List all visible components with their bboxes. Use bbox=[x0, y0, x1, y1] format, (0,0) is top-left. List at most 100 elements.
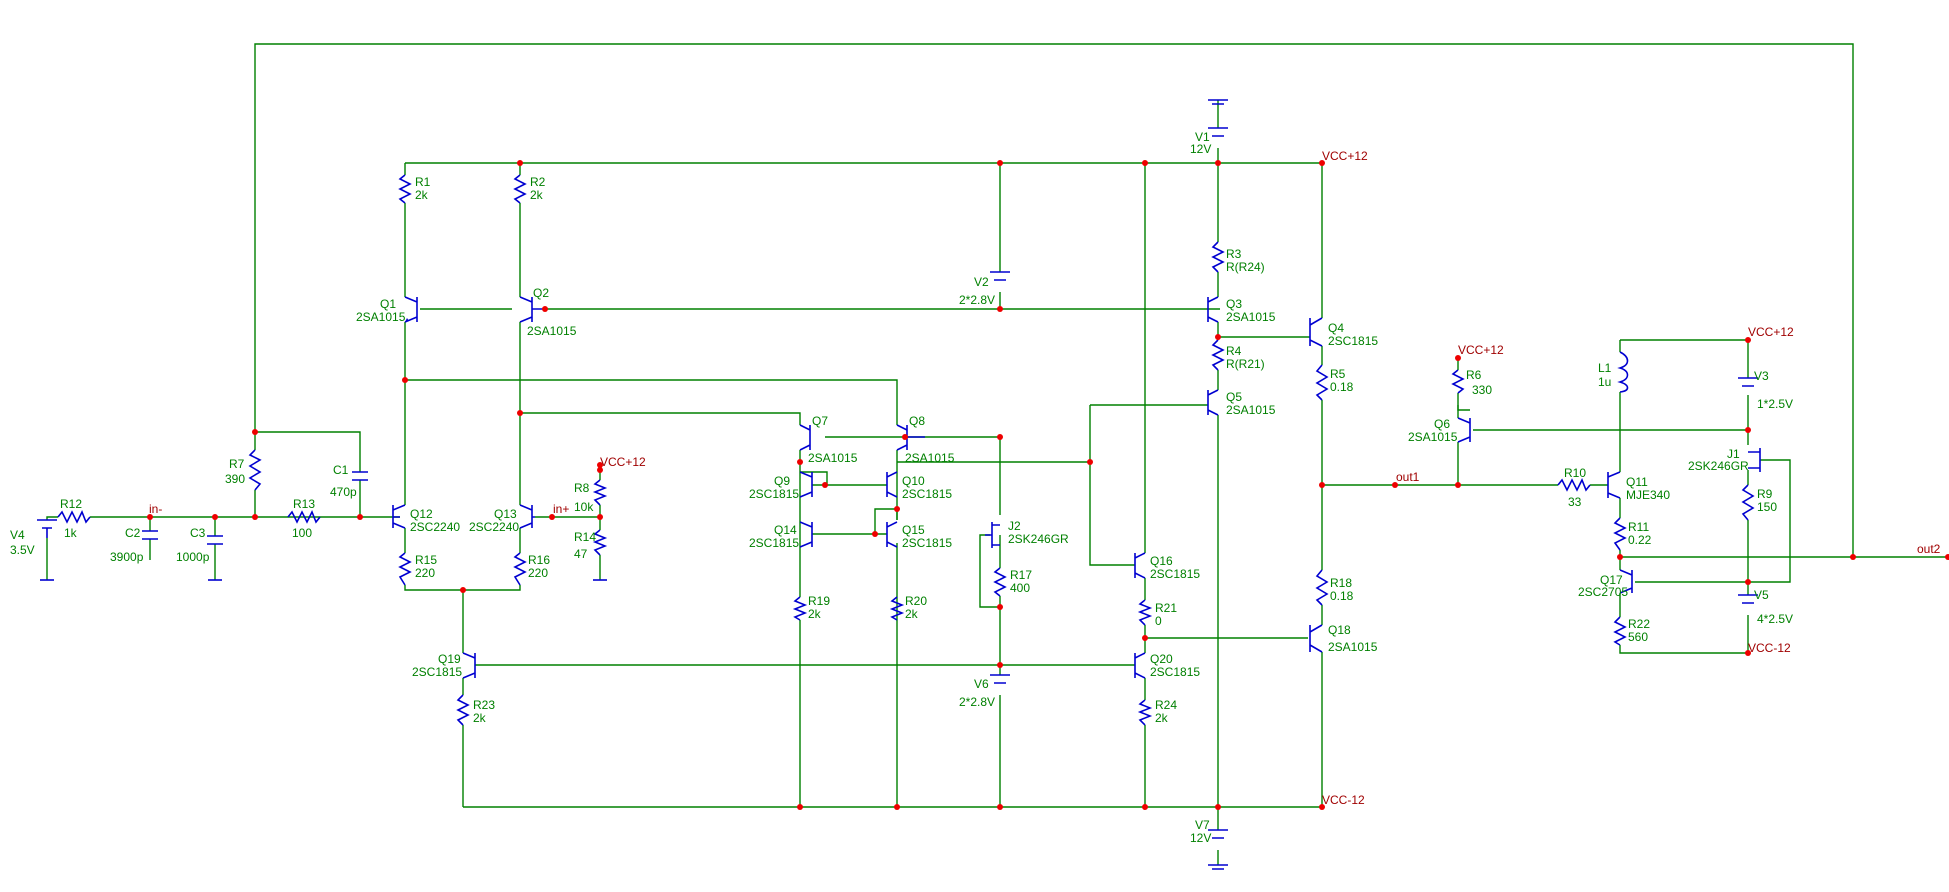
label-r24-ref: R24 bbox=[1155, 698, 1177, 712]
symbols bbox=[37, 99, 1761, 870]
label-q9-ref: Q9 bbox=[774, 474, 790, 488]
label-q7-ref: Q7 bbox=[812, 414, 828, 428]
label-v1-val: 12V bbox=[1190, 142, 1211, 156]
label-q15-ref: Q15 bbox=[902, 523, 925, 537]
component-labels: V4 3.5V R12 1k C2 3900p C3 1000p R7 390 … bbox=[10, 130, 1793, 845]
label-r14-val: 47 bbox=[574, 547, 588, 561]
label-r22-ref: R22 bbox=[1628, 617, 1650, 631]
label-q11-ref: Q11 bbox=[1626, 475, 1648, 489]
label-r7-val: 390 bbox=[225, 472, 245, 486]
label-c1-ref: C1 bbox=[333, 463, 349, 477]
label-v6-val: 2*2.8V bbox=[959, 695, 995, 709]
label-q17-ref: Q17 bbox=[1600, 573, 1623, 587]
label-r6-ref: R6 bbox=[1466, 368, 1482, 382]
label-v6-ref: V6 bbox=[974, 677, 989, 691]
label-c2-val: 3900p bbox=[110, 550, 144, 564]
net-in-minus: in- bbox=[149, 502, 162, 516]
label-q20-val: 2SC1815 bbox=[1150, 665, 1200, 679]
label-q4-ref: Q4 bbox=[1328, 321, 1344, 335]
wires bbox=[46, 43, 1948, 865]
label-c2-ref: C2 bbox=[125, 526, 141, 540]
label-q1-val: 2SA1015 bbox=[356, 310, 406, 324]
label-r12-val: 1k bbox=[64, 526, 78, 540]
label-c1-val: 470p bbox=[330, 485, 357, 499]
label-q6-val: 2SA1015 bbox=[1408, 430, 1458, 444]
label-j2-ref: J2 bbox=[1008, 519, 1021, 533]
label-q2-val: 2SA1015 bbox=[527, 324, 577, 338]
label-r4-val: R(R21) bbox=[1226, 357, 1265, 371]
label-v2-ref: V2 bbox=[974, 275, 989, 289]
net-vcc-pos-main: VCC+12 bbox=[1322, 149, 1368, 163]
label-q9-val: 2SC1815 bbox=[749, 487, 799, 501]
label-r2-ref: R2 bbox=[530, 175, 546, 189]
label-l1-ref: L1 bbox=[1598, 361, 1612, 375]
net-vcc-pos-r8: VCC+12 bbox=[600, 455, 646, 469]
label-r10-ref: R10 bbox=[1564, 466, 1586, 480]
label-r3-ref: R3 bbox=[1226, 247, 1242, 261]
label-q12-val: 2SC2240 bbox=[410, 520, 460, 534]
label-r19-val: 2k bbox=[808, 607, 822, 621]
net-in-plus: in+ bbox=[553, 502, 569, 516]
label-q7-val: 2SA1015 bbox=[808, 451, 858, 465]
label-q10-val: 2SC1815 bbox=[902, 487, 952, 501]
label-v7-ref: V7 bbox=[1195, 818, 1210, 832]
net-vcc-neg-right: VCC-12 bbox=[1748, 641, 1791, 655]
label-j1-val: 2SK246GR bbox=[1688, 459, 1749, 473]
label-q14-ref: Q14 bbox=[774, 523, 797, 537]
label-v5-ref: V5 bbox=[1754, 588, 1769, 602]
label-q5-ref: Q5 bbox=[1226, 390, 1242, 404]
label-q17-val: 2SC2705 bbox=[1578, 585, 1628, 599]
label-q3-val: 2SA1015 bbox=[1226, 310, 1276, 324]
label-r11-val: 0.22 bbox=[1628, 533, 1652, 547]
label-q2-ref: Q2 bbox=[533, 286, 549, 300]
net-vcc-neg-main: VCC-12 bbox=[1322, 793, 1365, 807]
label-q19-ref: Q19 bbox=[438, 652, 461, 666]
net-out1: out1 bbox=[1396, 470, 1420, 484]
label-v2-val: 2*2.8V bbox=[959, 293, 995, 307]
label-r2-val: 2k bbox=[530, 188, 544, 202]
label-r15-ref: R15 bbox=[415, 553, 437, 567]
label-l1-val: 1u bbox=[1598, 375, 1611, 389]
label-q4-val: 2SC1815 bbox=[1328, 334, 1378, 348]
label-r16-val: 220 bbox=[528, 566, 548, 580]
label-q20-ref: Q20 bbox=[1150, 652, 1173, 666]
label-r1-ref: R1 bbox=[415, 175, 431, 189]
label-v5-val: 4*2.5V bbox=[1757, 612, 1793, 626]
label-r23-val: 2k bbox=[473, 711, 487, 725]
label-v4-ref: V4 bbox=[10, 528, 25, 542]
label-r11-ref: R11 bbox=[1628, 520, 1649, 534]
label-r12-ref: R12 bbox=[60, 497, 82, 511]
label-r10-val: 33 bbox=[1568, 495, 1582, 509]
label-q15-val: 2SC1815 bbox=[902, 536, 952, 550]
junctions bbox=[147, 160, 1949, 810]
label-r18-ref: R18 bbox=[1330, 576, 1352, 590]
label-r6-val: 330 bbox=[1472, 383, 1492, 397]
label-q8-ref: Q8 bbox=[909, 414, 925, 428]
label-q13-ref: Q13 bbox=[494, 507, 517, 521]
label-q10-ref: Q10 bbox=[902, 474, 925, 488]
label-j1-ref: J1 bbox=[1727, 447, 1740, 461]
label-r5-val: 0.18 bbox=[1330, 380, 1354, 394]
label-q11-val: MJE340 bbox=[1626, 488, 1670, 502]
label-r9-val: 150 bbox=[1757, 500, 1777, 514]
label-r17-val: 400 bbox=[1010, 581, 1030, 595]
label-r3-val: R(R24) bbox=[1226, 260, 1265, 274]
label-r21-ref: R21 bbox=[1155, 601, 1177, 615]
label-r13-val: 100 bbox=[292, 526, 312, 540]
label-r19-ref: R19 bbox=[808, 594, 830, 608]
label-c3-ref: C3 bbox=[190, 526, 206, 540]
label-r23-ref: R23 bbox=[473, 698, 495, 712]
label-r17-ref: R17 bbox=[1010, 568, 1032, 582]
label-j2-val: 2SK246GR bbox=[1008, 532, 1069, 546]
label-r7-ref: R7 bbox=[229, 457, 245, 471]
label-r20-ref: R20 bbox=[905, 594, 927, 608]
label-v7-val: 12V bbox=[1190, 831, 1211, 845]
label-r18-val: 0.18 bbox=[1330, 589, 1354, 603]
label-q18-val: 2SA1015 bbox=[1328, 640, 1378, 654]
label-q16-val: 2SC1815 bbox=[1150, 567, 1200, 581]
label-v3-ref: V3 bbox=[1754, 369, 1769, 383]
label-c3-val: 1000p bbox=[176, 550, 210, 564]
net-labels: in- in+ VCC+12 VCC+12 VCC-12 out1 VCC+12… bbox=[149, 149, 1941, 807]
label-q14-val: 2SC1815 bbox=[749, 536, 799, 550]
label-q13-val: 2SC2240 bbox=[469, 520, 519, 534]
